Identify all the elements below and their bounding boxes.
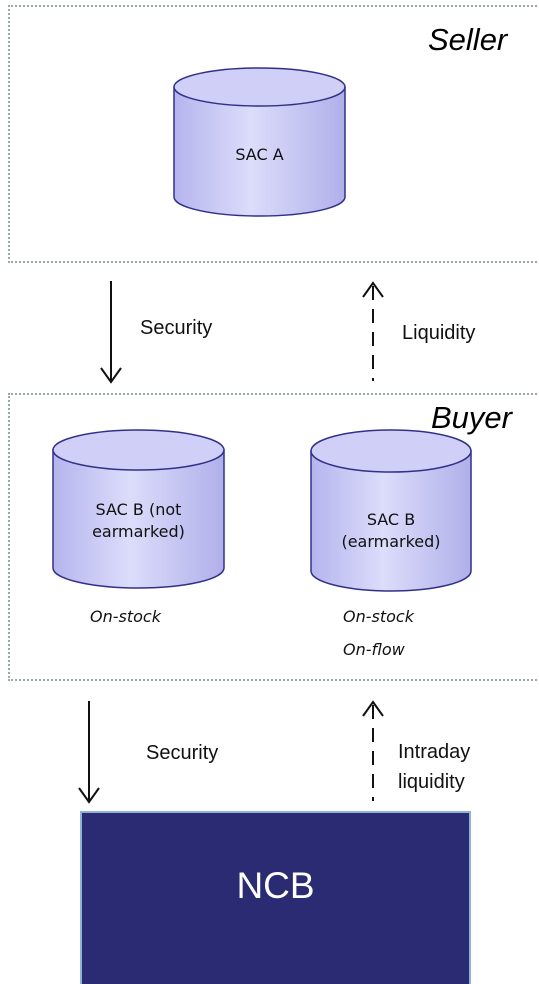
sac-b-earmarked-cylinder: SAC B (earmarked) xyxy=(310,429,472,592)
cylinder-shape xyxy=(173,67,346,217)
buyer-title: Buyer xyxy=(431,400,512,435)
security-label-2: Security xyxy=(146,742,219,764)
intraday-liquidity-label-line-2: liquidity xyxy=(398,771,465,793)
sac-b-earmarked-line-1: SAC B xyxy=(366,510,416,529)
seller-zone xyxy=(8,5,539,263)
sac-a-cylinder: SAC A xyxy=(173,67,346,217)
liquidity-label-1: Liquidity xyxy=(402,322,476,344)
seller-title: Seller xyxy=(428,22,508,57)
security-label-1: Security xyxy=(140,317,213,339)
sac-b-earmarked-label: SAC B (earmarked) xyxy=(310,509,472,553)
on-flow-note-earmarked: On-flow xyxy=(343,640,405,659)
intraday-liquidity-label-line-1: Intraday xyxy=(398,741,471,763)
cylinder-shape xyxy=(52,429,225,589)
security-arrow-down-2 xyxy=(78,701,100,804)
sac-b-not-earmarked-line-2: earmarked) xyxy=(92,522,185,541)
ncb-label: NCB xyxy=(236,865,315,906)
on-stock-note-not-earmarked: On-stock xyxy=(90,607,161,626)
sac-b-not-earmarked-label: SAC B (not earmarked) xyxy=(52,499,225,543)
cylinder-shape xyxy=(310,429,472,592)
sac-b-not-earmarked-line-1: SAC B (not xyxy=(95,500,182,519)
on-stock-note-earmarked: On-stock xyxy=(343,607,414,626)
sac-a-label: SAC A xyxy=(235,145,284,164)
sac-b-not-earmarked-cylinder: SAC B (not earmarked) xyxy=(52,429,225,589)
sac-b-earmarked-line-2: (earmarked) xyxy=(341,532,441,551)
intraday-liquidity-arrow-up xyxy=(362,700,384,801)
ncb-box: NCB xyxy=(80,811,471,984)
buyer-zone xyxy=(8,393,539,681)
liquidity-arrow-up-1 xyxy=(362,281,384,381)
security-arrow-down-1 xyxy=(100,281,122,384)
